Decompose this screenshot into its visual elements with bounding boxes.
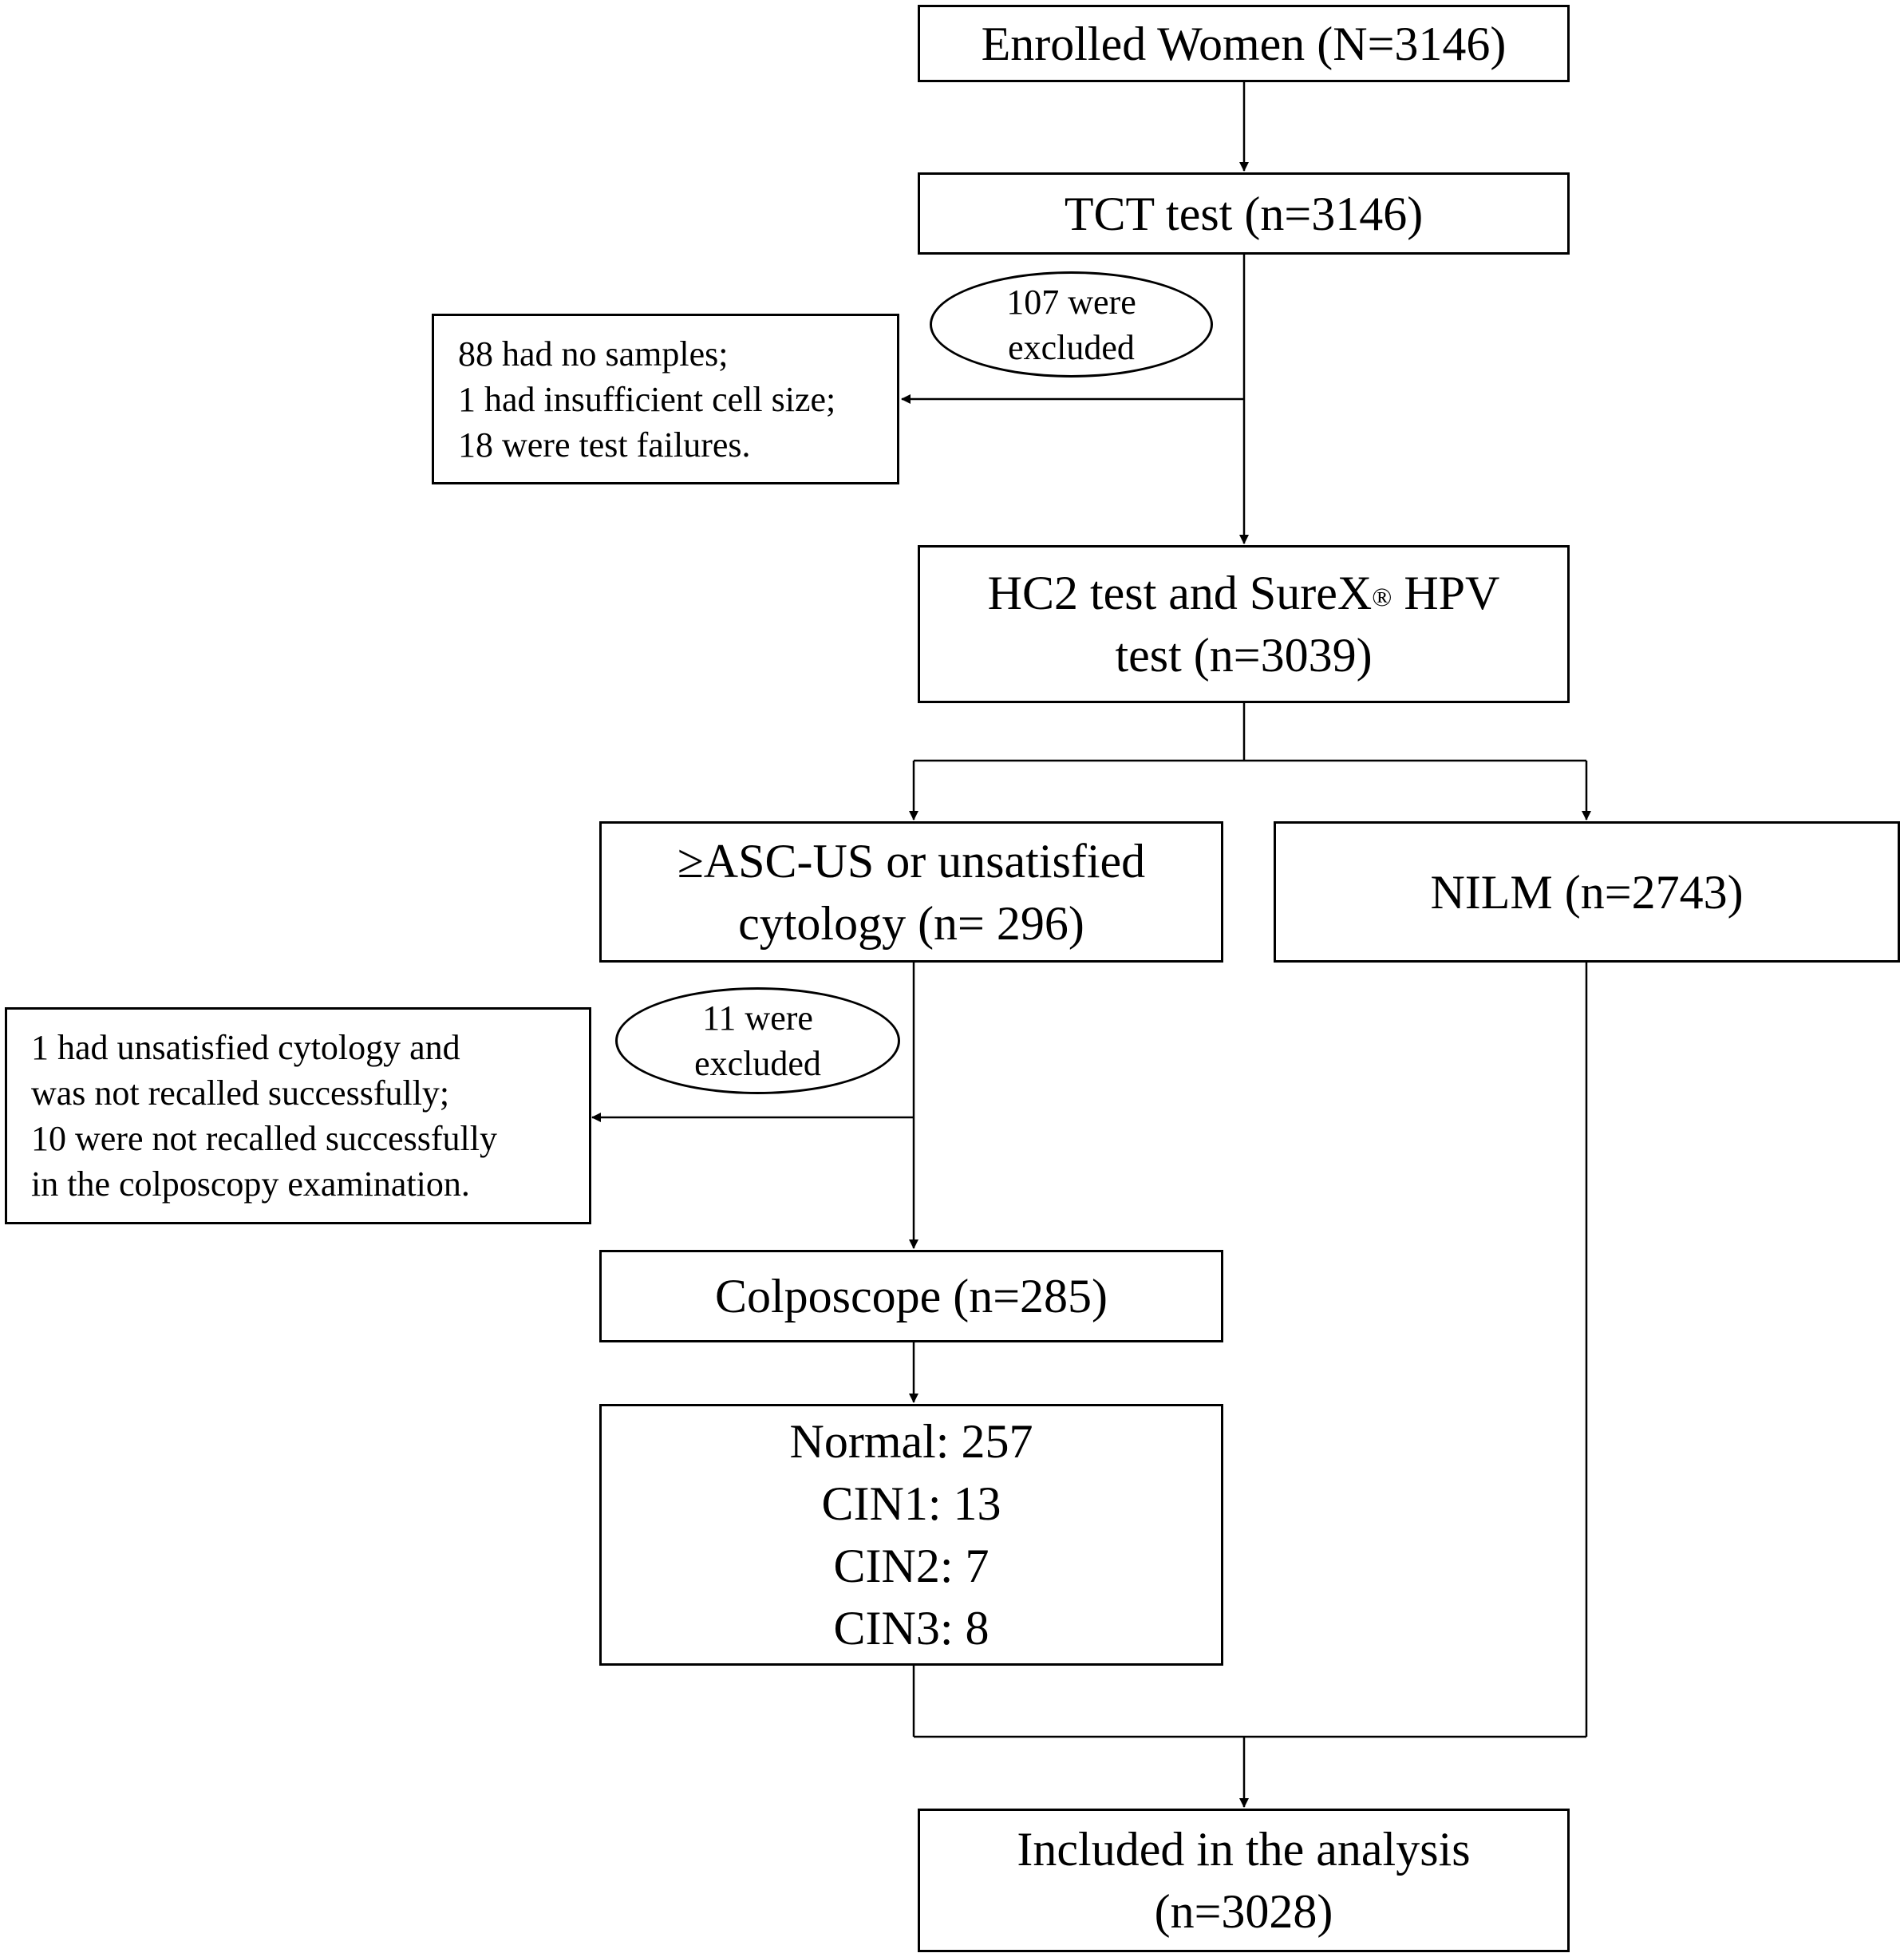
registered-mark: ® [1372,583,1392,612]
exclusion-2-reason: was not recalled successfully; [31,1073,450,1113]
exclusion-1-reason: 18 were test failures. [458,425,751,465]
exclusion-reasons-box-2: 1 had unsatisfied cytology and was not r… [5,1007,591,1224]
tct-test-label: TCT test (n=3146) [1064,187,1424,240]
excluded-11-word: excluded [694,1044,821,1083]
hc2-surex-line-2: test (n=3039) [1115,629,1373,682]
nilm-box: NILM (n=2743) [1274,821,1900,963]
hc2-surex-line-1: HC2 test and SureX® HPV [987,567,1500,619]
enrolled-women-box: Enrolled Women (N=3146) [918,5,1570,82]
ascus-line-2: cytology (n= 296) [738,896,1084,950]
exclusion-2-reason: in the colposcopy examination. [31,1164,470,1204]
exclusion-2-reason: 1 had unsatisfied cytology and [31,1028,460,1067]
ascus-box: ≥ASC-US or unsatisfied cytology (n= 296) [599,821,1223,963]
exclusion-1-reason: 88 had no samples; [458,334,729,374]
excluded-107-ellipse: 107 were excluded [930,271,1213,378]
colposcope-box: Colposcope (n=285) [599,1250,1223,1342]
exclusion-2-reason: 10 were not recalled successfully [31,1119,497,1158]
included-line-2: (n=3028) [1154,1885,1333,1938]
result-normal: Normal: 257 [789,1415,1033,1468]
excluded-11-count: 11 were [702,998,813,1038]
excluded-11-ellipse: 11 were excluded [615,987,900,1094]
included-line-1: Included in the analysis [1017,1823,1471,1876]
excluded-107-count: 107 were [1006,282,1136,322]
enrolled-women-label: Enrolled Women (N=3146) [981,17,1507,70]
nilm-label: NILM (n=2743) [1430,865,1744,919]
result-cin3: CIN3: 8 [833,1602,990,1655]
excluded-107-word: excluded [1008,327,1135,367]
included-analysis-box: Included in the analysis (n=3028) [918,1809,1570,1952]
exclusion-1-reason: 1 had insufficient cell size; [458,379,836,419]
tct-test-box: TCT test (n=3146) [918,172,1570,255]
result-cin1: CIN1: 13 [821,1477,1001,1530]
colposcopy-results-box: Normal: 257 CIN1: 13 CIN2: 7 CIN3: 8 [599,1404,1223,1666]
colposcope-label: Colposcope (n=285) [714,1270,1108,1322]
hc2-surex-test-box: HC2 test and SureX® HPV test (n=3039) [918,545,1570,703]
exclusion-reasons-box-1: 88 had no samples; 1 had insufficient ce… [432,314,899,484]
result-cin2: CIN2: 7 [833,1540,990,1592]
ascus-line-1: ≥ASC-US or unsatisfied [677,834,1146,888]
